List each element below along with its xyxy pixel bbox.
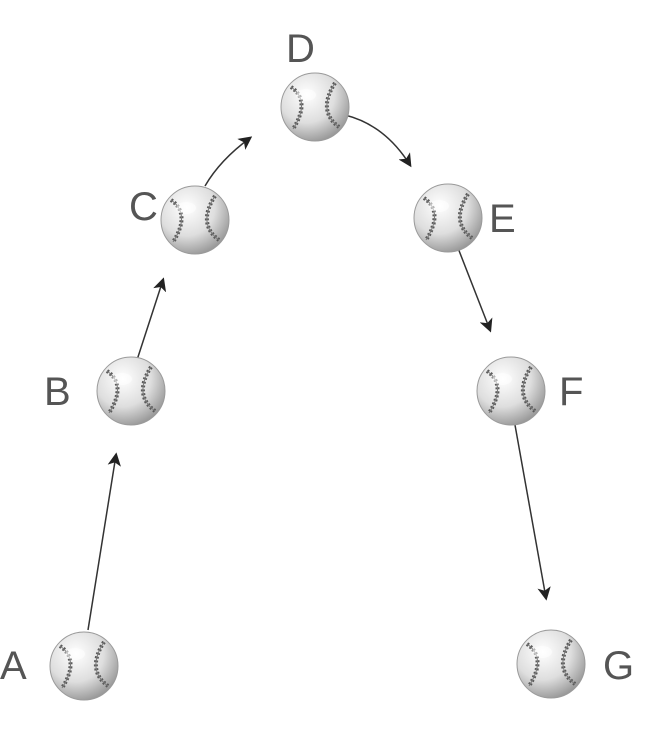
- arrow-b-to-c: [136, 277, 167, 361]
- balls-layer: [49, 72, 586, 701]
- baseball-icon: [96, 356, 166, 426]
- point-label-c: C: [129, 185, 158, 229]
- baseball-icon: [413, 183, 483, 253]
- point-label-d: D: [286, 27, 315, 71]
- point-label-a: A: [0, 644, 27, 688]
- labels-layer: A B C D E F G: [0, 27, 634, 688]
- arrow-f-to-g: [514, 424, 551, 601]
- baseball-icon: [280, 72, 350, 142]
- point-label-b: B: [44, 370, 71, 414]
- point-label-e: E: [489, 197, 516, 241]
- point-label-f: F: [559, 370, 583, 414]
- arrows-layer: [87, 114, 551, 631]
- baseball-icon: [476, 356, 546, 426]
- arrow-c-to-d: [204, 136, 253, 187]
- arrow-e-to-f: [457, 247, 493, 333]
- arrow-d-to-e: [344, 114, 412, 168]
- arrow-a-to-b: [87, 452, 121, 631]
- baseball-icon: [516, 629, 586, 699]
- baseball-icon: [49, 631, 119, 701]
- baseball-icon: [160, 185, 230, 255]
- point-label-g: G: [603, 644, 634, 688]
